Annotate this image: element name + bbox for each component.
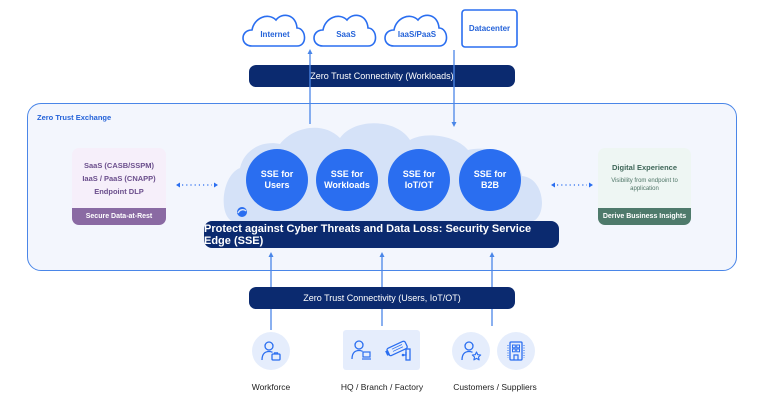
arrowhead-up-customers (489, 252, 495, 257)
user-star-icon (461, 341, 482, 361)
sse-cloud-shape (223, 123, 542, 222)
customers-icon-badge (452, 332, 490, 370)
sse-for-workloads: SSE for Workloads (316, 149, 378, 211)
destination-datacenter: Datacenter (468, 23, 511, 33)
datacenter-box-outline (461, 9, 518, 48)
sse-workloads-line1: SSE for (330, 169, 364, 179)
data-at-rest-items: SaaS (CASB/SSPM) IaaS / PaaS (CNAPP) End… (72, 148, 166, 208)
item-iaas-cnapp: IaaS / PaaS (CNAPP) (82, 173, 156, 183)
destination-internet: Internet (260, 29, 290, 39)
arrowhead-down-exchange (451, 122, 457, 127)
workforce-icon-badge (252, 332, 290, 370)
digital-experience-footer: Derive Business Insights (598, 208, 691, 225)
building-icon (507, 341, 525, 361)
sse-for-users: SSE for Users (246, 149, 308, 211)
source-hq-branch-factory-label: HQ / Branch / Factory (340, 382, 424, 392)
users-connectivity-bar: Zero Trust Connectivity (Users, IoT/OT) (249, 287, 515, 309)
item-endpoint-dlp: Endpoint DLP (94, 186, 144, 196)
data-at-rest-panel: SaaS (CASB/SSPM) IaaS / PaaS (CNAPP) End… (72, 148, 166, 225)
sse-for-b2b: SSE for B2B (459, 149, 521, 211)
digital-experience-panel: Digital Experience Visibility from endpo… (598, 148, 691, 225)
user-computer-icon (351, 340, 371, 360)
arrowhead-up-hq (379, 252, 385, 257)
suppliers-icon-badge (497, 332, 535, 370)
security-camera-icon (385, 340, 411, 361)
destination-saas: SaaS (336, 29, 356, 39)
source-customers-suppliers-label: Customers / Suppliers (453, 382, 537, 392)
right-bidirectional-arrow-icon (551, 182, 593, 188)
hq-branch-factory-icon-badge (343, 330, 420, 370)
cloud-internet-outline (242, 14, 306, 47)
sse-workloads-line2: Workloads (324, 180, 370, 190)
sse-b2b-line2: B2B (480, 180, 499, 190)
zero-trust-exchange-title: Zero Trust Exchange (37, 113, 112, 122)
user-briefcase-icon (261, 341, 281, 361)
source-workforce-label: Workforce (251, 382, 291, 392)
digital-experience-body: Digital Experience Visibility from endpo… (598, 148, 691, 208)
cloud-saas-outline (313, 14, 377, 47)
data-at-rest-footer: Secure Data-at-Rest (72, 208, 166, 225)
digital-experience-title: Digital Experience (611, 163, 678, 172)
sse-users-line2: Users (264, 180, 290, 190)
digital-experience-description: Visibility from endpoint to application (611, 178, 678, 192)
workloads-connectivity-bar: Zero Trust Connectivity (Workloads) (249, 65, 515, 87)
destination-iaas-paas: IaaS/PaaS (397, 29, 437, 39)
sse-users-line1: SSE for (260, 169, 294, 179)
arrowhead-up-workforce (268, 252, 274, 257)
arrowhead-up-internet (307, 49, 313, 54)
left-bidirectional-arrow-icon (176, 182, 218, 188)
sse-protection-bar: Protect against Cyber Threats and Data L… (204, 221, 559, 248)
cloud-iaas-outline (384, 14, 448, 47)
sse-iot-line2: IoT/OT (404, 180, 434, 190)
sse-for-iot-ot: SSE for IoT/OT (388, 149, 450, 211)
item-saas-casb: SaaS (CASB/SSPM) (83, 160, 155, 170)
sse-iot-line1: SSE for (402, 169, 436, 179)
sse-b2b-line1: SSE for (473, 169, 507, 179)
brand-logo-icon (237, 207, 247, 217)
